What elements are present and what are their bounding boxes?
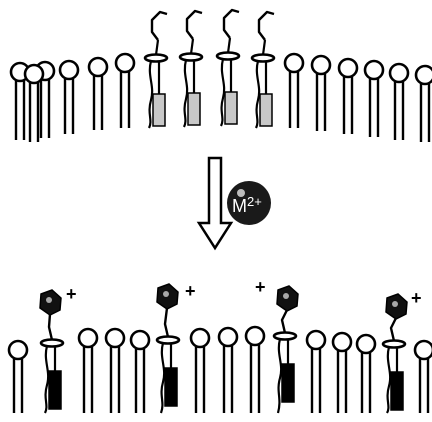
phospholipid (365, 61, 383, 137)
lipid-head (285, 54, 303, 72)
phospholipid (390, 64, 408, 140)
amphiphile-block (225, 92, 237, 124)
phospholipid (131, 331, 149, 413)
phospholipid (285, 54, 303, 128)
amphiphile-tail (184, 60, 187, 127)
phospholipid (60, 61, 78, 134)
lipid-head (89, 58, 107, 76)
charge-label: + (255, 277, 266, 297)
ligand-stem (191, 39, 193, 54)
amphiphile-ring (274, 333, 296, 340)
top-membrane (11, 10, 432, 142)
metal-complex-highlight (46, 297, 52, 303)
lipid-head (25, 65, 43, 83)
metal-complex-highlight (392, 301, 398, 307)
free-ligand-icon (187, 11, 202, 39)
lipid-head (333, 333, 351, 351)
ligand-stem (391, 318, 396, 341)
amphiphile-tail (149, 61, 152, 128)
phospholipid (116, 54, 134, 128)
amphiphile (180, 11, 202, 127)
free-ligand-icon (224, 10, 239, 38)
lipid-head (219, 328, 237, 346)
amphiphile-ring (217, 53, 239, 60)
lipid-head (365, 61, 383, 79)
down-arrow-icon (199, 158, 231, 248)
amphiphile: + (157, 281, 196, 413)
metal-complex-highlight (163, 291, 169, 297)
amphiphile (217, 10, 239, 126)
lipid-head (106, 329, 124, 347)
amphiphile-block (49, 371, 61, 409)
amphiphile-ring (180, 54, 202, 61)
amphiphile (145, 12, 167, 128)
phospholipid (333, 333, 351, 413)
ligand-stem (49, 314, 52, 340)
lipid-head (246, 327, 264, 345)
amphiphile-block (391, 372, 403, 410)
amphiphile-block (282, 364, 294, 402)
ligand-stem (263, 40, 265, 55)
lipid-head (415, 341, 432, 359)
lipid-head (416, 66, 432, 84)
amphiphile: + (40, 284, 77, 413)
phospholipid (9, 341, 27, 413)
lipid-head (339, 59, 357, 77)
reaction-arrow: M2+ (199, 158, 271, 248)
lipid-head (307, 331, 325, 349)
free-ligand-icon (152, 12, 167, 40)
phospholipid (339, 59, 357, 134)
amphiphile-block (260, 94, 272, 126)
phospholipid (312, 56, 330, 131)
phospholipid (415, 341, 432, 413)
phospholipid (307, 331, 325, 413)
amphiphile-tail (45, 346, 48, 413)
ligand-stem (165, 308, 168, 337)
lipid-head (390, 64, 408, 82)
lipid-head (357, 335, 375, 353)
phospholipid (89, 58, 107, 130)
phospholipid (79, 329, 97, 413)
ligand-stem (282, 310, 287, 333)
lipid-head (60, 61, 78, 79)
lipid-head (116, 54, 134, 72)
phospholipid (357, 335, 375, 413)
phospholipid (416, 66, 432, 142)
lipid-head (79, 329, 97, 347)
charge-label: + (66, 284, 77, 304)
amphiphile-ring (157, 337, 179, 344)
amphiphile-tail (161, 343, 164, 413)
amphiphile-ring (145, 55, 167, 62)
phospholipid (191, 329, 209, 413)
amphiphile: + (255, 277, 298, 413)
amphiphile-tail (256, 61, 259, 128)
amphiphile-tail (387, 347, 390, 413)
amphiphile-block (188, 93, 200, 125)
charge-label: + (411, 288, 422, 308)
amphiphile-block (165, 368, 177, 406)
ligand-stem (156, 40, 158, 55)
amphiphile-tail (278, 339, 281, 413)
bottom-membrane: + + + + (9, 277, 432, 413)
lipid-head (312, 56, 330, 74)
amphiphile-ring (41, 340, 63, 347)
amphiphile-tail (221, 59, 224, 126)
lipid-head (131, 331, 149, 349)
amphiphile-block (153, 94, 165, 126)
phospholipid (219, 328, 237, 413)
phospholipid (246, 327, 264, 413)
phospholipid (106, 329, 124, 413)
metal-complex-highlight (283, 293, 289, 299)
free-ligand-icon (259, 12, 274, 40)
amphiphile-ring (383, 341, 405, 348)
ligand-stem (228, 38, 230, 53)
lipid-head (9, 341, 27, 359)
lipid-head (191, 329, 209, 347)
amphiphile (252, 12, 274, 128)
charge-label: + (185, 281, 196, 301)
amphiphile-ring (252, 55, 274, 62)
